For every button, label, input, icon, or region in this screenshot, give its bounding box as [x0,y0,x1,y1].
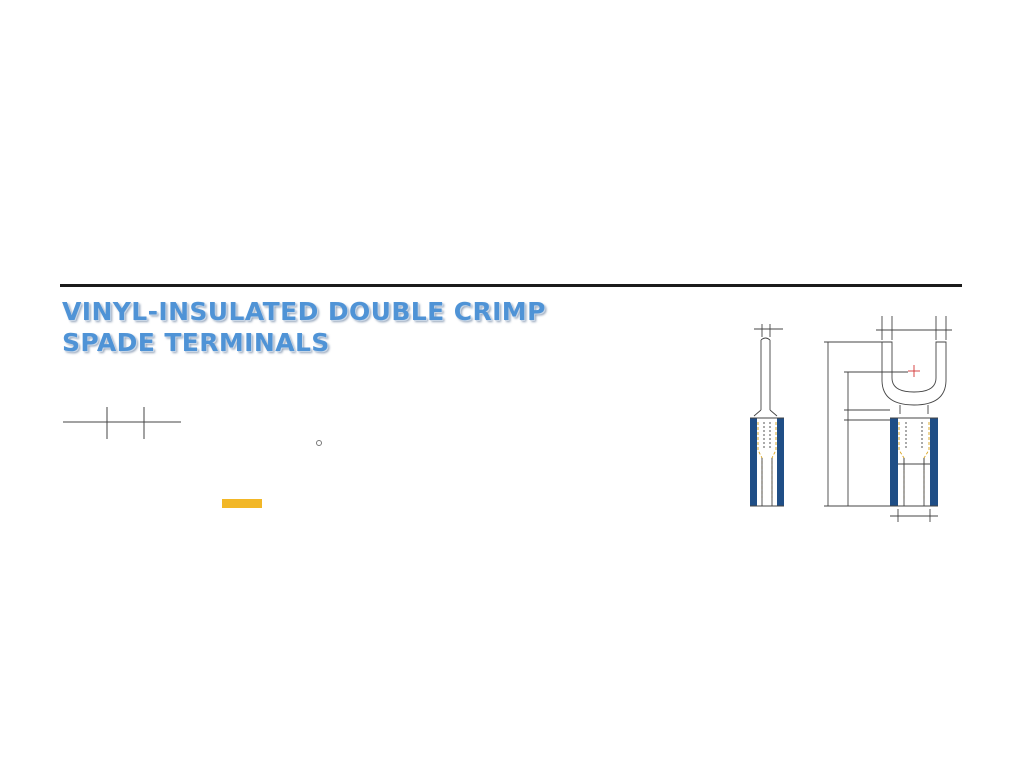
color-swatch [222,499,262,508]
cross-grid-icon [63,407,181,439]
page-title-line-2: SPADE TERMINALS [62,328,330,357]
spade-terminal-diagram-icon [750,316,952,522]
header-rule [60,284,962,287]
side-view [750,324,784,507]
page-title: VINYL-INSULATED DOUBLE CRIMP SPADE TERMI… [62,296,546,358]
small-circle-icon [316,440,322,446]
front-view [824,316,952,522]
page-title-line-1: VINYL-INSULATED DOUBLE CRIMP [62,297,546,326]
